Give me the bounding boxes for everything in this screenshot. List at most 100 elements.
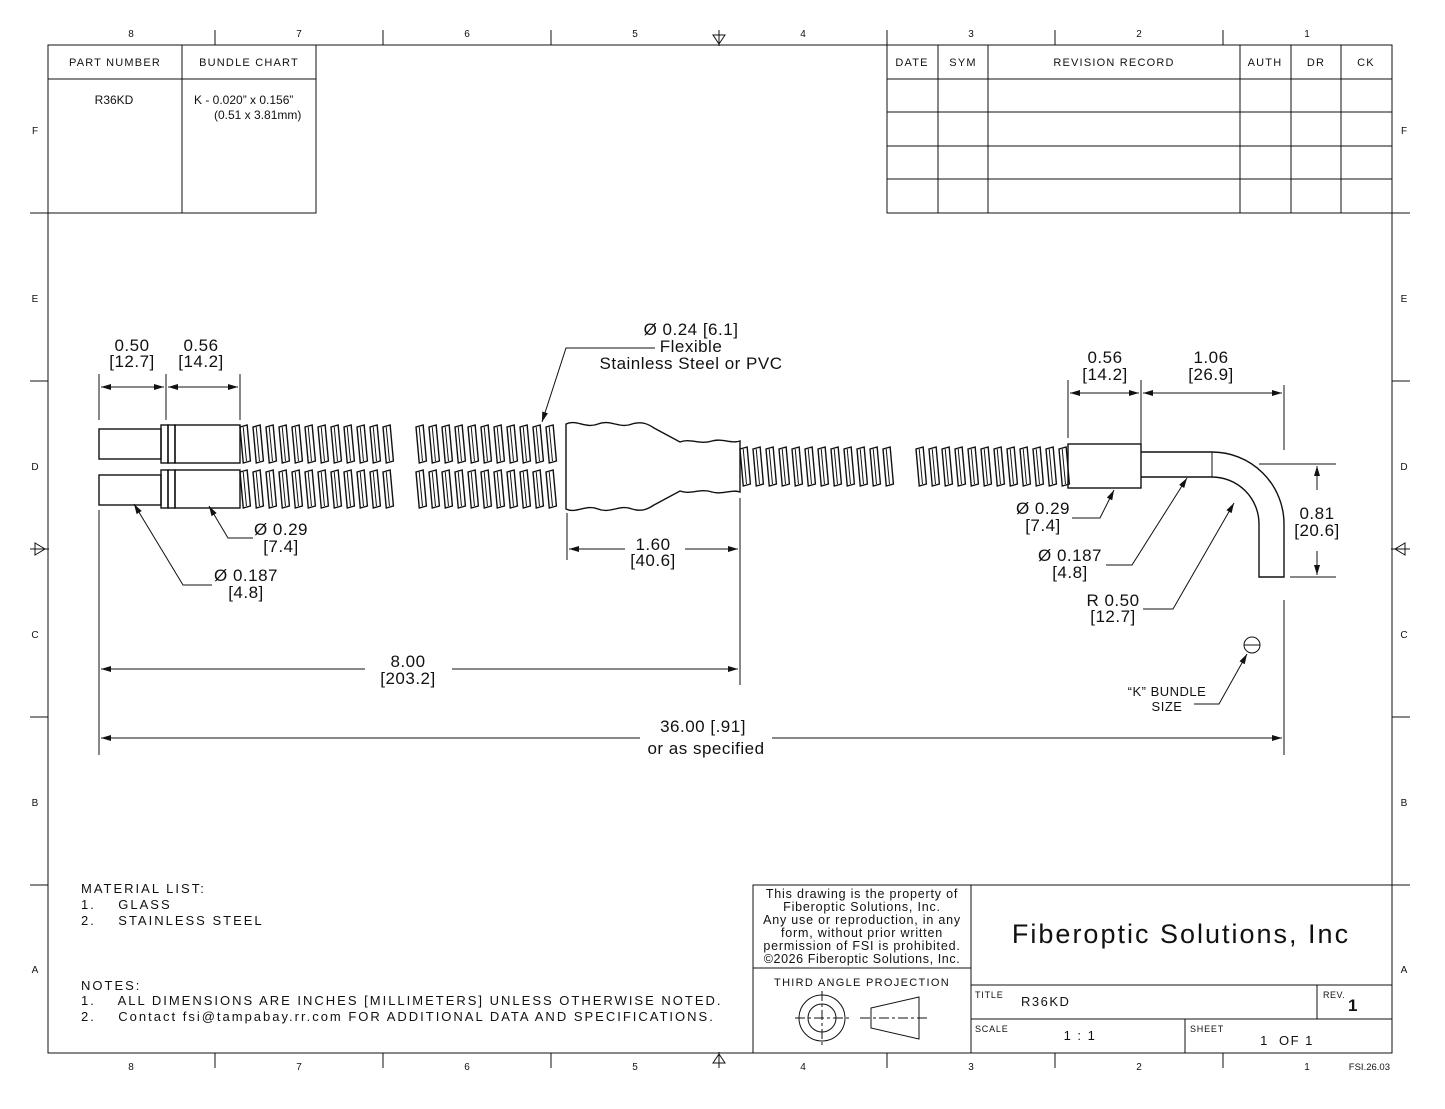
sheath-coil-line — [385, 426, 390, 462]
sheath-coil — [369, 469, 382, 509]
dim-overall-note: or as specified — [647, 739, 764, 758]
sheath-coil-line — [294, 426, 299, 462]
sheath-coil — [739, 446, 752, 487]
dim-right-tube-dia-mm: [4.8] — [1052, 563, 1088, 582]
sheath-coil-line — [372, 426, 377, 462]
sheath-coil-line — [268, 471, 273, 507]
sheath-coil-line — [509, 471, 514, 507]
sheath-coil — [954, 446, 967, 487]
sheath-coil — [882, 446, 895, 487]
centering-mark-left — [30, 542, 49, 556]
sheath-coil-line — [872, 448, 877, 485]
sheath-coil — [330, 424, 343, 464]
sheath-coil — [441, 469, 454, 509]
sheath-coil-line — [742, 448, 747, 485]
centering-mark-bottom — [712, 1052, 726, 1068]
sheath-coil — [1006, 446, 1019, 487]
dim-bend-offset-mm: [20.6] — [1294, 521, 1340, 540]
border-frame — [30, 30, 1410, 1068]
sheath-lower-mid — [415, 469, 558, 509]
doc-code: FSI.26.03 — [1349, 1062, 1390, 1073]
sheath-coil — [343, 424, 356, 464]
sheath-coil-line — [372, 471, 377, 507]
col-label: 7 — [296, 1062, 302, 1073]
col-label: 1 — [1304, 29, 1310, 40]
sheath-coil — [454, 469, 467, 509]
sheath-coil-line — [944, 448, 949, 485]
dim-right-tube-len: 1.06 — [1193, 348, 1228, 367]
sheath-coil — [382, 469, 395, 509]
third-angle-projection-icon — [795, 991, 930, 1045]
material-item: 2. STAINLESS STEEL — [81, 913, 264, 928]
notes-title: NOTES: — [81, 978, 141, 993]
bundle-size-label: “K” BUNDLE — [1128, 684, 1207, 699]
sheath-coil-line — [846, 448, 851, 485]
sheath-coil-line — [255, 471, 260, 507]
sheath-coil — [428, 469, 441, 509]
sheath-coil-line — [522, 426, 527, 462]
dim-right-ferrule-len-mm: [14.2] — [1082, 365, 1128, 384]
sheath-coil-line — [307, 471, 312, 507]
property-line: Any use or reproduction, in any — [763, 913, 961, 927]
sheath-coil — [791, 446, 804, 487]
sheath-coil — [915, 446, 928, 487]
sheath-coil — [532, 469, 545, 509]
dim-right-tube-len-mm: [26.9] — [1188, 365, 1234, 384]
property-line: This drawing is the property of — [766, 887, 958, 901]
sheath-coil-line — [983, 448, 988, 485]
rev-value: 1 — [1348, 996, 1357, 1015]
sheath-coil-line — [755, 448, 760, 485]
sheath-coil — [467, 424, 480, 464]
sheath-coil — [239, 469, 252, 509]
sheath-coil-line — [418, 471, 423, 507]
row-label: D — [31, 462, 38, 473]
sheath-coil — [265, 424, 278, 464]
col-label: 7 — [296, 29, 302, 40]
sheath-coil-line — [522, 471, 527, 507]
col-label: 6 — [464, 1062, 470, 1073]
sheath-coil — [291, 424, 304, 464]
bundle-size-symbol — [1243, 636, 1261, 654]
dim-sheath-dia: Ø 0.24 [6.1] — [644, 320, 739, 339]
sheath-coil-line — [1061, 448, 1066, 485]
dim-leg-len-mm: [203.2] — [380, 669, 436, 688]
sheath-upper-left — [239, 424, 395, 464]
dim-bend-offset: 0.81 — [1299, 504, 1334, 523]
sheath-coil — [317, 424, 330, 464]
projection-label: THIRD ANGLE PROJECTION — [774, 977, 950, 989]
sheath-coil-line — [255, 426, 260, 462]
sheath-coil — [856, 446, 869, 487]
sheath-coil-line — [457, 426, 462, 462]
sheath-coil-line — [548, 426, 553, 462]
part-table: PART NUMBER BUNDLE CHART R36KD K - 0.020… — [47, 44, 317, 214]
sheath-coil — [532, 424, 545, 464]
row-label: A — [1401, 965, 1408, 976]
cable-assembly — [98, 421, 1285, 578]
title-block: This drawing is the property of Fiberopt… — [752, 884, 1393, 1054]
centering-mark-top — [712, 30, 726, 46]
sheath-coil-line — [281, 426, 286, 462]
sheath-coil — [967, 446, 980, 487]
sheath-coil — [356, 469, 369, 509]
sheath-coil-line — [307, 426, 312, 462]
notes: NOTES: 1. ALL DIMENSIONS ARE INCHES [MIL… — [81, 978, 721, 1024]
sheath-coil — [519, 469, 532, 509]
drawing-title: R36KD — [1021, 994, 1070, 1009]
sheath-coil-line — [359, 426, 364, 462]
sheath-coil — [545, 424, 558, 464]
sheath-main-left — [739, 446, 895, 487]
zone-labels: 8 7 6 5 4 3 2 1 8 7 6 5 4 3 2 1 F E D C … — [31, 29, 1407, 1073]
sheath-coil — [343, 469, 356, 509]
sheath-coil — [928, 446, 941, 487]
sheath-coil — [428, 424, 441, 464]
sheet-value: 1 OF 1 — [1260, 1033, 1314, 1048]
sheath-coil — [493, 469, 506, 509]
sheath-coil — [545, 469, 558, 509]
sheath-coil-line — [385, 471, 390, 507]
sheath-coil — [804, 446, 817, 487]
sheath-coil — [265, 469, 278, 509]
title-label: TITLE — [975, 990, 1004, 1000]
sheath-main-right — [915, 446, 1071, 487]
dim-left-tip-dia-mm: [4.8] — [228, 583, 264, 602]
